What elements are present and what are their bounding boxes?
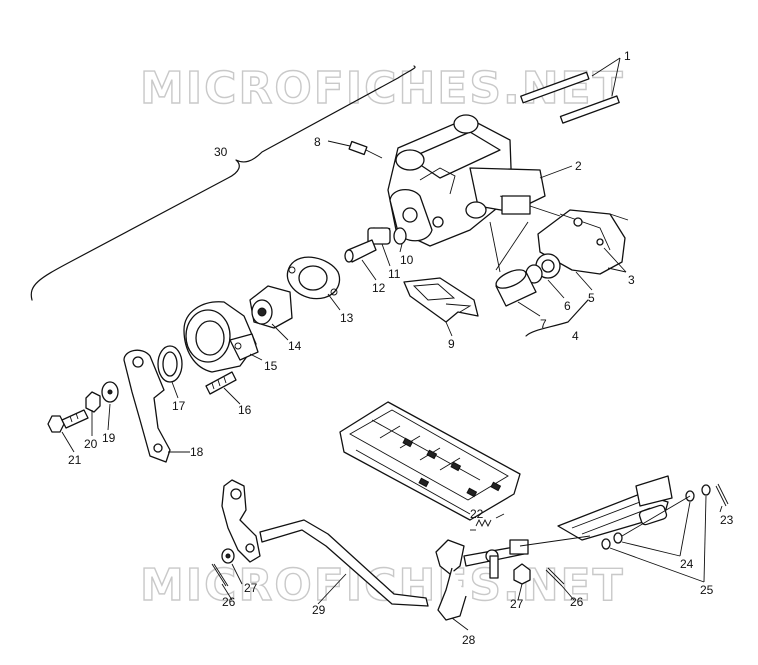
callout-7: 7 [540, 317, 547, 331]
callout-13: 13 [340, 311, 354, 325]
callout-1: 1 [624, 49, 631, 63]
pedal-part-28 [435, 539, 529, 621]
washer-part-27-right [513, 563, 531, 585]
o-ring-part-10 [393, 227, 407, 245]
cotter-pin-part-23 [715, 485, 727, 507]
link-part-left [221, 479, 261, 563]
washer-part-25-top [701, 484, 711, 496]
housing-part-14 [249, 285, 293, 329]
callout-23: 23 [720, 513, 734, 527]
callout-9: 9 [448, 337, 455, 351]
bleeder-part-8 [348, 140, 383, 159]
bolt-part-16 [205, 371, 237, 395]
spring-part-11 [367, 226, 391, 245]
leader-lines [61, 140, 723, 631]
gasket-part-13 [286, 256, 341, 300]
callout-19: 19 [102, 431, 116, 445]
callout-14: 14 [288, 339, 302, 353]
callout-2: 2 [575, 159, 582, 173]
callout-26-left: 26 [222, 595, 236, 609]
callout-27-right: 27 [510, 597, 524, 611]
callout-20: 20 [84, 437, 98, 451]
callout-labels: 1 2 3 4 5 6 7 8 9 10 11 12 13 14 15 16 1… [68, 49, 734, 647]
callout-17: 17 [172, 399, 186, 413]
callout-4: 4 [572, 329, 579, 343]
bushing-part-24-bottom [613, 532, 623, 544]
bolt-part-21 [47, 409, 89, 433]
cotter-pin-part-26-right [545, 569, 563, 587]
brake-lever-right [557, 475, 673, 541]
callout-29: 29 [312, 603, 326, 617]
callout-5: 5 [588, 291, 595, 305]
callout-3: 3 [628, 273, 635, 287]
callout-18: 18 [190, 445, 204, 459]
callout-16: 16 [238, 403, 252, 417]
plunger-part-12 [344, 239, 377, 263]
callout-25: 25 [700, 583, 714, 597]
callout-15: 15 [264, 359, 278, 373]
callout-11: 11 [388, 267, 401, 281]
assembly-brace-4 [525, 299, 589, 337]
callout-8: 8 [314, 135, 321, 149]
bracket-part-18 [123, 349, 171, 463]
callout-28: 28 [462, 633, 476, 647]
callout-26-right: 26 [570, 595, 584, 609]
bracket-part-3 [537, 209, 629, 275]
nut-part-20 [85, 391, 101, 413]
caliper-part-15 [183, 301, 259, 373]
spring-part-22 [475, 518, 492, 528]
callout-10: 10 [400, 253, 414, 267]
callout-27-left: 27 [244, 581, 258, 595]
master-cylinder-part-2 [387, 114, 561, 247]
callout-24: 24 [680, 557, 694, 571]
rod-part-29 [259, 519, 429, 607]
callout-22: 22 [470, 507, 484, 521]
piston-part-7 [495, 269, 537, 307]
cotter-pin-part-26-left [211, 563, 227, 587]
callout-30: 30 [214, 145, 228, 159]
plate-part-9 [403, 277, 479, 323]
callout-21: 21 [68, 453, 82, 467]
washer-part-25-bottom [601, 538, 611, 550]
callout-12: 12 [372, 281, 386, 295]
callout-6: 6 [564, 299, 571, 313]
pin-part-1 [520, 71, 620, 124]
assembly-brace-30 [30, 65, 416, 301]
footrest-assembly [339, 401, 521, 521]
